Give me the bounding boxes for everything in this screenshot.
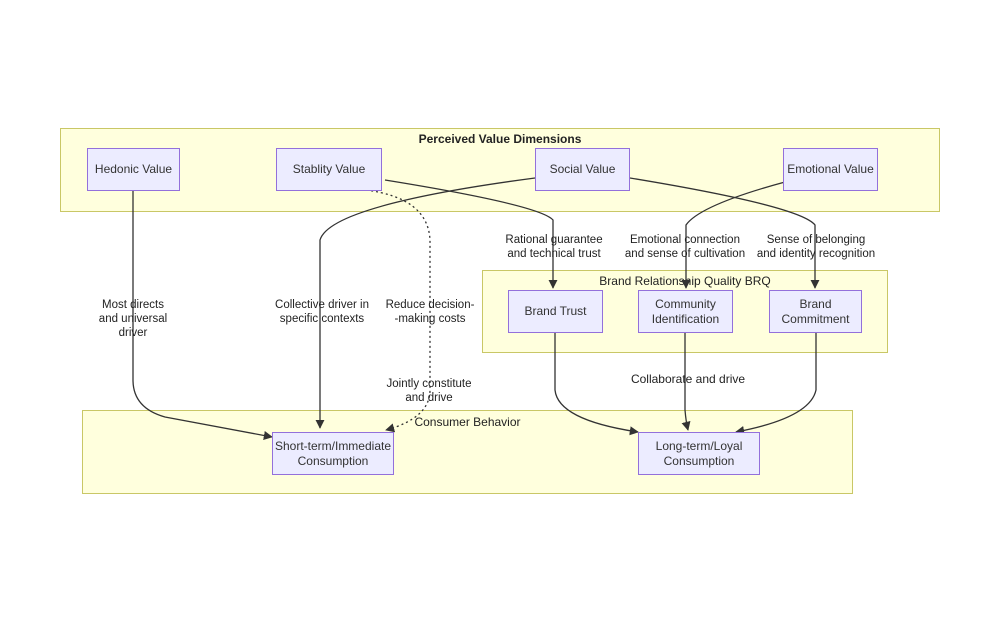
edge-stability-to-short-term [365,189,431,433]
edge-commitment-to-long-term [735,333,817,435]
edge-trust-to-long-term [554,333,639,436]
node-brand-trust[interactable]: Brand Trust [508,290,603,333]
edge-label-social-commitment: Sense of belonging and identity recognit… [756,234,876,260]
cluster-title: Consumer Behavior [414,415,521,429]
edge-label-jointly-constitute: Jointly constitute and drive [386,378,472,404]
edge-community-to-long-term [681,333,691,431]
edge-label-emotional-community: Emotional connection and sense of cultiv… [624,234,746,260]
edge-label-collaborate-drive: Collaborate and drive [630,372,746,386]
edge-social-to-commitment [629,177,820,289]
edge-social-to-short-term [315,177,536,429]
node-short-term-consumption[interactable]: Short-term/Immediate Consumption [272,432,394,475]
edge-label-hedonic-short-term: Most directs and universal driver [98,299,168,339]
node-community-identification[interactable]: Community Identification [638,290,733,333]
node-hedonic-value[interactable]: Hedonic Value [87,148,180,191]
edge-label-social-short-term: Collective driver in specific contexts [275,299,369,325]
node-long-term-consumption[interactable]: Long-term/Loyal Consumption [638,432,760,475]
edge-hedonic-to-short-term [132,191,273,440]
edge-label-stability-short-term: Reduce decision- -making costs [385,299,475,325]
cluster-title: Perceived Value Dimensions [418,132,582,146]
node-stability-value[interactable]: Stablity Value [276,148,382,191]
node-emotional-value[interactable]: Emotional Value [783,148,878,191]
edge-stability-to-brand-trust [384,179,558,289]
edge-emotional-to-community [681,181,786,289]
node-brand-commitment[interactable]: Brand Commitment [769,290,862,333]
node-social-value[interactable]: Social Value [535,148,630,191]
edge-label-stability-brand-trust: Rational guarantee and technical trust [505,234,603,260]
